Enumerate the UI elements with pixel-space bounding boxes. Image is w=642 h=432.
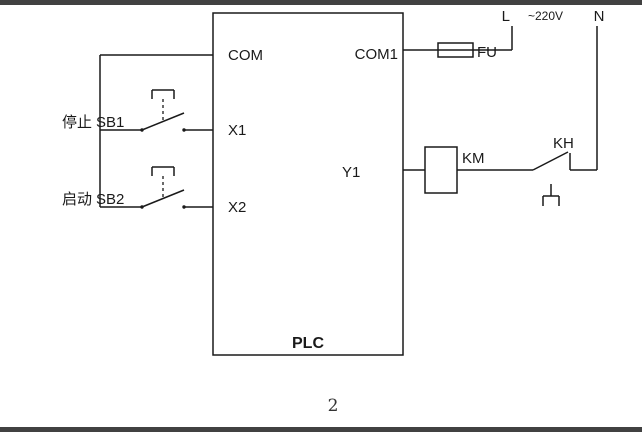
terminal-label-x2: X2 [228,199,246,216]
sb2-pushbutton-actuator-icon [151,166,175,176]
sb1-right-terminal [182,128,186,132]
plc-title: PLC [292,335,324,352]
terminal-label-y1: Y1 [342,164,360,181]
top-border-bar [0,0,642,5]
thermal-relay-label: KH [553,135,574,152]
sb1-contact-blade [141,112,185,131]
sb2-left-terminal [140,205,144,209]
start-ref-sb2: SB2 [96,191,124,208]
terminal-label-com: COM [228,47,263,64]
sb2-contact-blade [141,189,185,208]
bottom-border-bar [0,427,642,432]
input-wiring [99,54,213,208]
terminal-label-x1: X1 [228,122,246,139]
terminal-label-com1: COM1 [355,46,398,63]
neutral-terminal-label: N [594,8,605,25]
fuse-label: FU [477,44,497,61]
plc-box [212,12,404,356]
sb2-right-terminal [182,205,186,209]
sb1-left-terminal [140,128,144,132]
page-number: 2 [328,396,339,416]
thermal-element-symbol-icon [542,184,560,206]
start-caption: 启动 [62,191,92,208]
kh-contact-blade [532,151,569,171]
contactor-coil-symbol-icon [424,146,458,194]
stop-ref-sb1: SB1 [96,114,124,131]
stop-caption: 停止 [62,114,92,131]
line-terminal-label: L [502,8,510,25]
contactor-label: KM [462,150,485,167]
sb1-pushbutton-actuator-icon [151,89,175,99]
voltage-label: ~220V [528,9,563,23]
